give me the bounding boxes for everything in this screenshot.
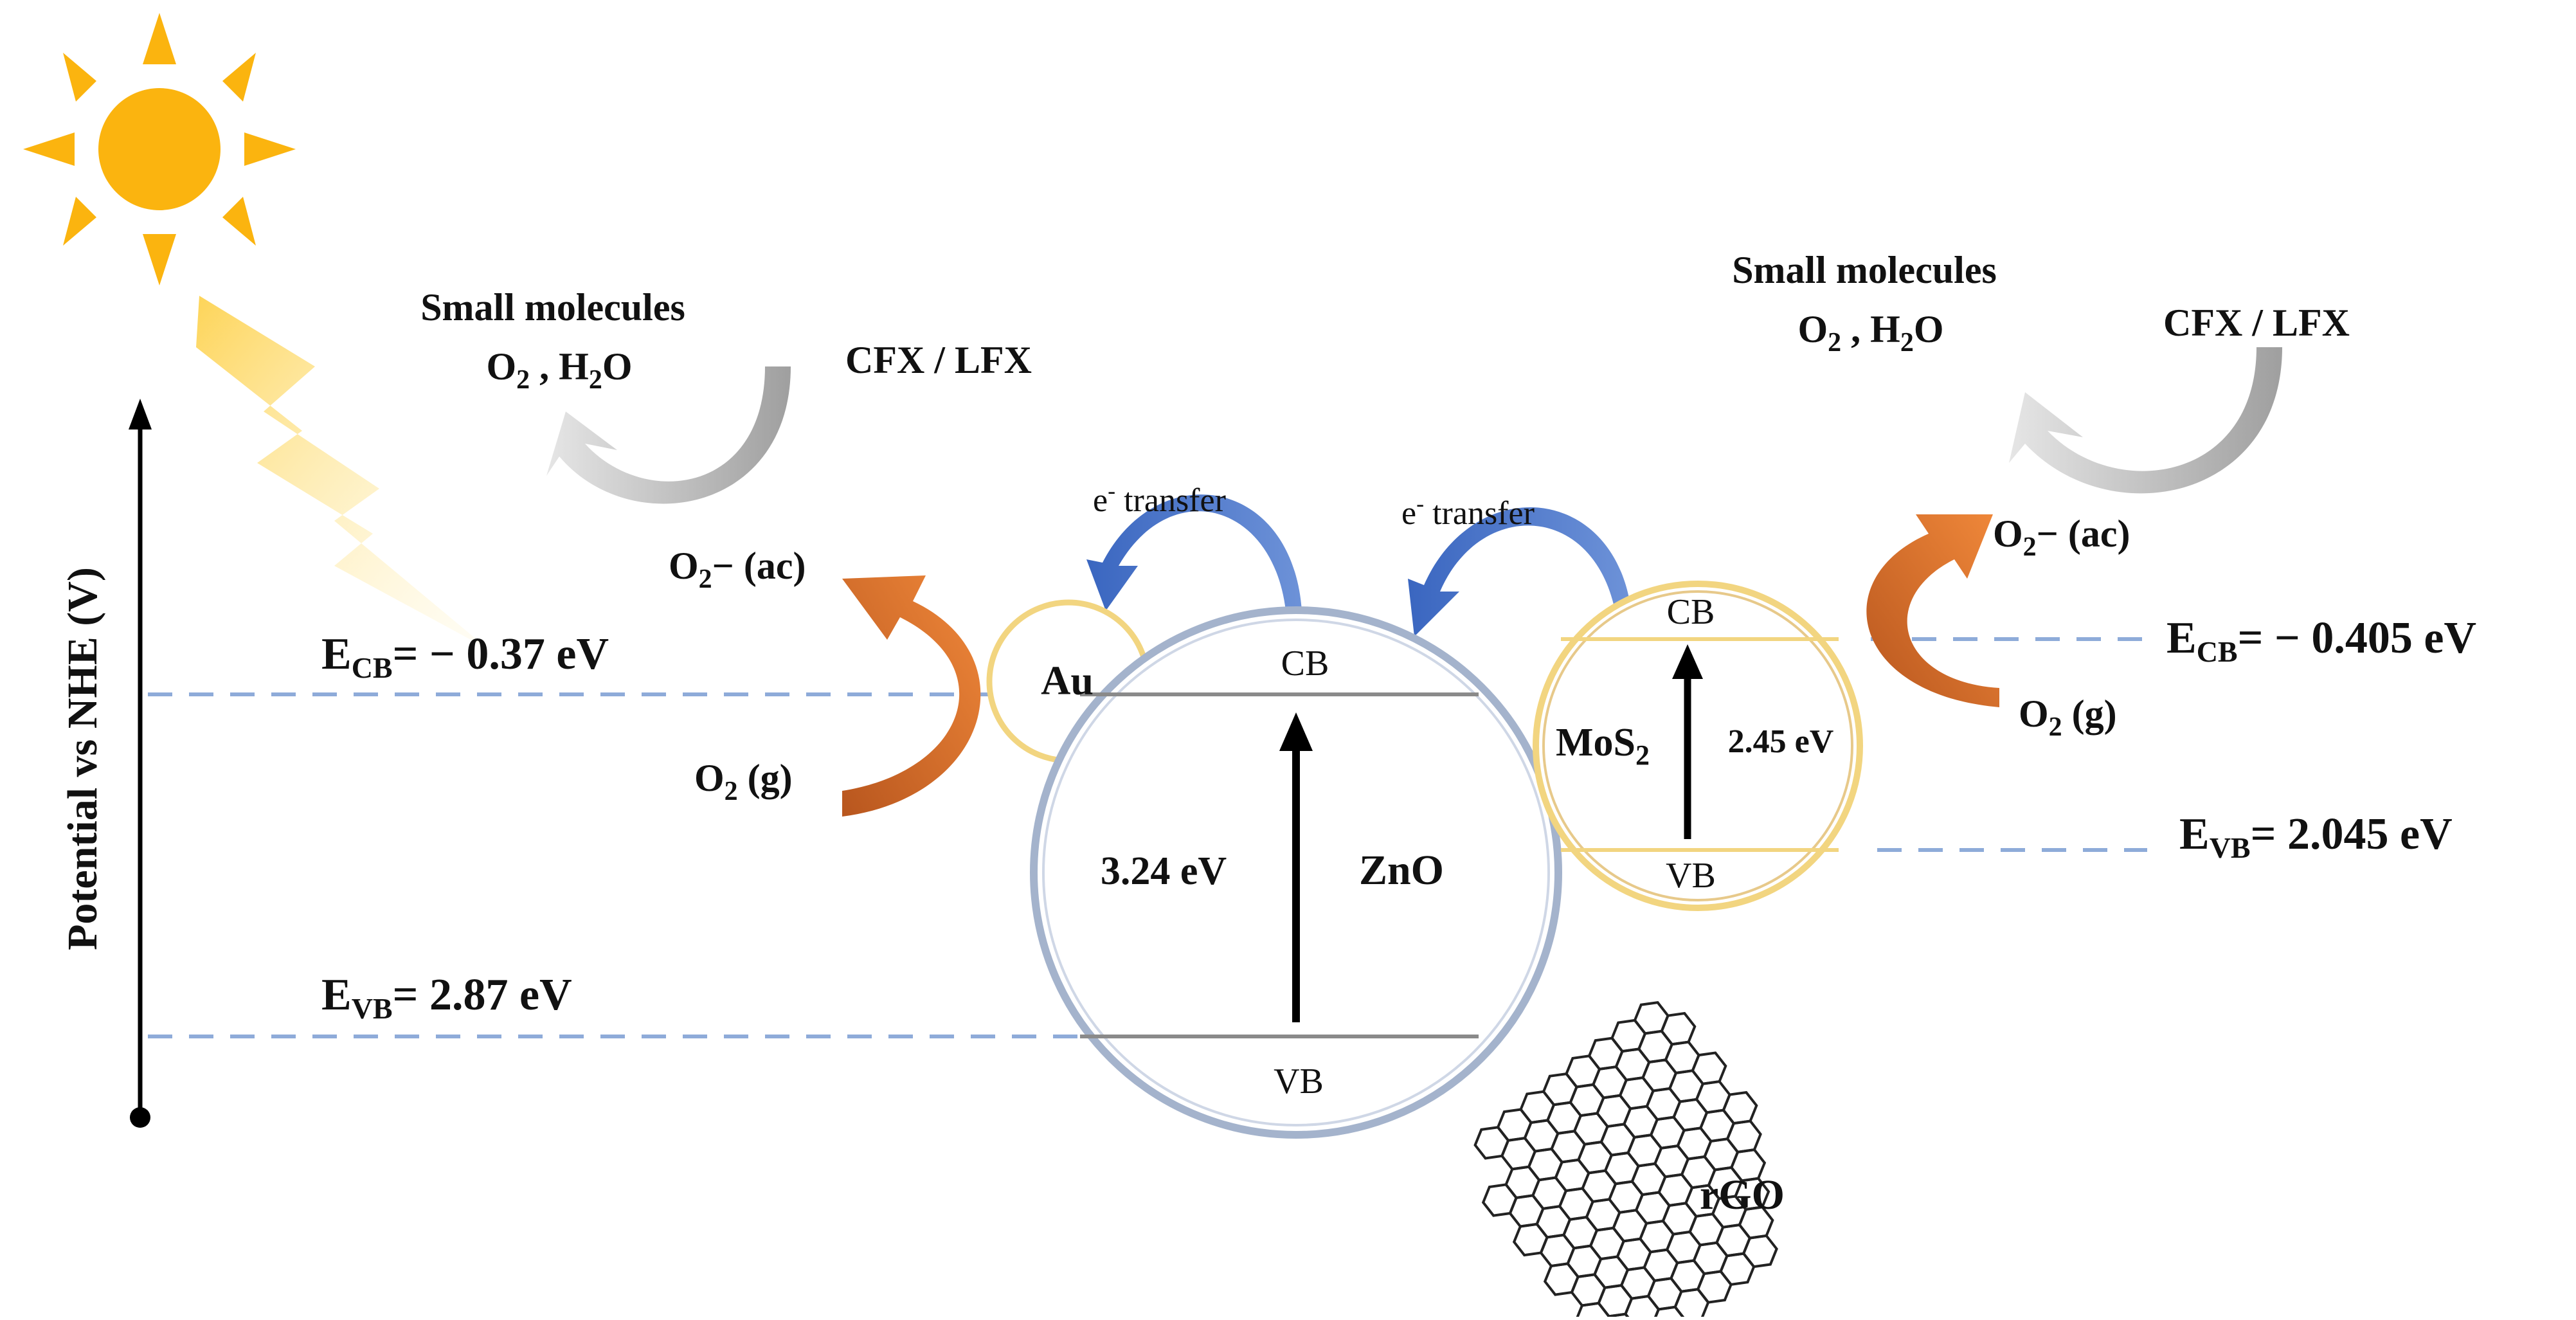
light-beam-icon — [196, 296, 489, 649]
dashed-reference-lines — [148, 637, 2147, 1038]
mos2-label: MoS2 — [1556, 721, 1650, 771]
rgo-hexagon — [1696, 1270, 1733, 1304]
mos2-band-gap-label: 2.45 eV — [1728, 723, 1834, 760]
left-small-molecules-label: Small molecules — [420, 286, 685, 329]
right-products-label: O2 , H2O — [1797, 308, 1943, 357]
right-transfer-label: e- transfer — [1401, 491, 1535, 532]
grey-cycle-arrow-right — [2009, 347, 2282, 494]
blue-transfer-arrow-left — [1086, 494, 1302, 611]
grey-cycle-arrow-left — [546, 366, 791, 504]
right-ecb-label: ECB= − 0.405 eV — [2166, 613, 2476, 668]
orange-arrow-left — [842, 575, 981, 817]
left-evb-label: EVB= 2.87 eV — [321, 970, 572, 1025]
zno-label: ZnO — [1359, 847, 1444, 894]
axis-label: Potential vs NHE (V) — [59, 567, 106, 950]
left-oxygen-gas-label: O2 (g) — [694, 757, 793, 806]
right-superoxide-label: O2− (ac) — [1993, 512, 2130, 562]
right-pollutant-label: CFX / LFX — [2163, 302, 2350, 344]
left-transfer-label: e- transfer — [1093, 478, 1226, 519]
right-evb-label: EVB= 2.045 eV — [2179, 809, 2453, 864]
left-pollutant-label: CFX / LFX — [845, 339, 1032, 381]
left-products-label: O2 , H2O — [486, 345, 632, 395]
right-oxygen-gas-label: O2 (g) — [2019, 692, 2117, 742]
right-small-molecules-label: Small molecules — [1732, 249, 1997, 291]
mos2-particle — [1533, 581, 1863, 911]
zno-vb-label: VB — [1274, 1062, 1324, 1101]
au-label: Au — [1041, 658, 1094, 703]
rgo-sheet-icon — [1473, 1001, 1778, 1320]
zno-particle — [1030, 606, 1562, 1139]
mos2-cb-label: CB — [1667, 592, 1715, 632]
zno-cb-label: CB — [1281, 644, 1329, 683]
sun-icon — [23, 13, 296, 285]
rgo-label: rGO — [1700, 1171, 1785, 1218]
orange-arrow-right — [1866, 514, 1999, 707]
rgo-hexagon — [1601, 1312, 1637, 1320]
potential-axis — [129, 399, 152, 1128]
rgo-hexagon — [1742, 1234, 1778, 1269]
left-superoxide-label: O2− (ac) — [669, 545, 806, 594]
rgo-hexagon — [1719, 1252, 1756, 1287]
rgo-hexagon — [1650, 1305, 1687, 1320]
zno-band-gap-label: 3.24 eV — [1101, 849, 1227, 893]
left-ecb-label: ECB= − 0.37 eV — [321, 629, 609, 684]
mos2-vb-label: VB — [1666, 856, 1716, 896]
blue-transfer-arrow-right — [1408, 507, 1630, 637]
